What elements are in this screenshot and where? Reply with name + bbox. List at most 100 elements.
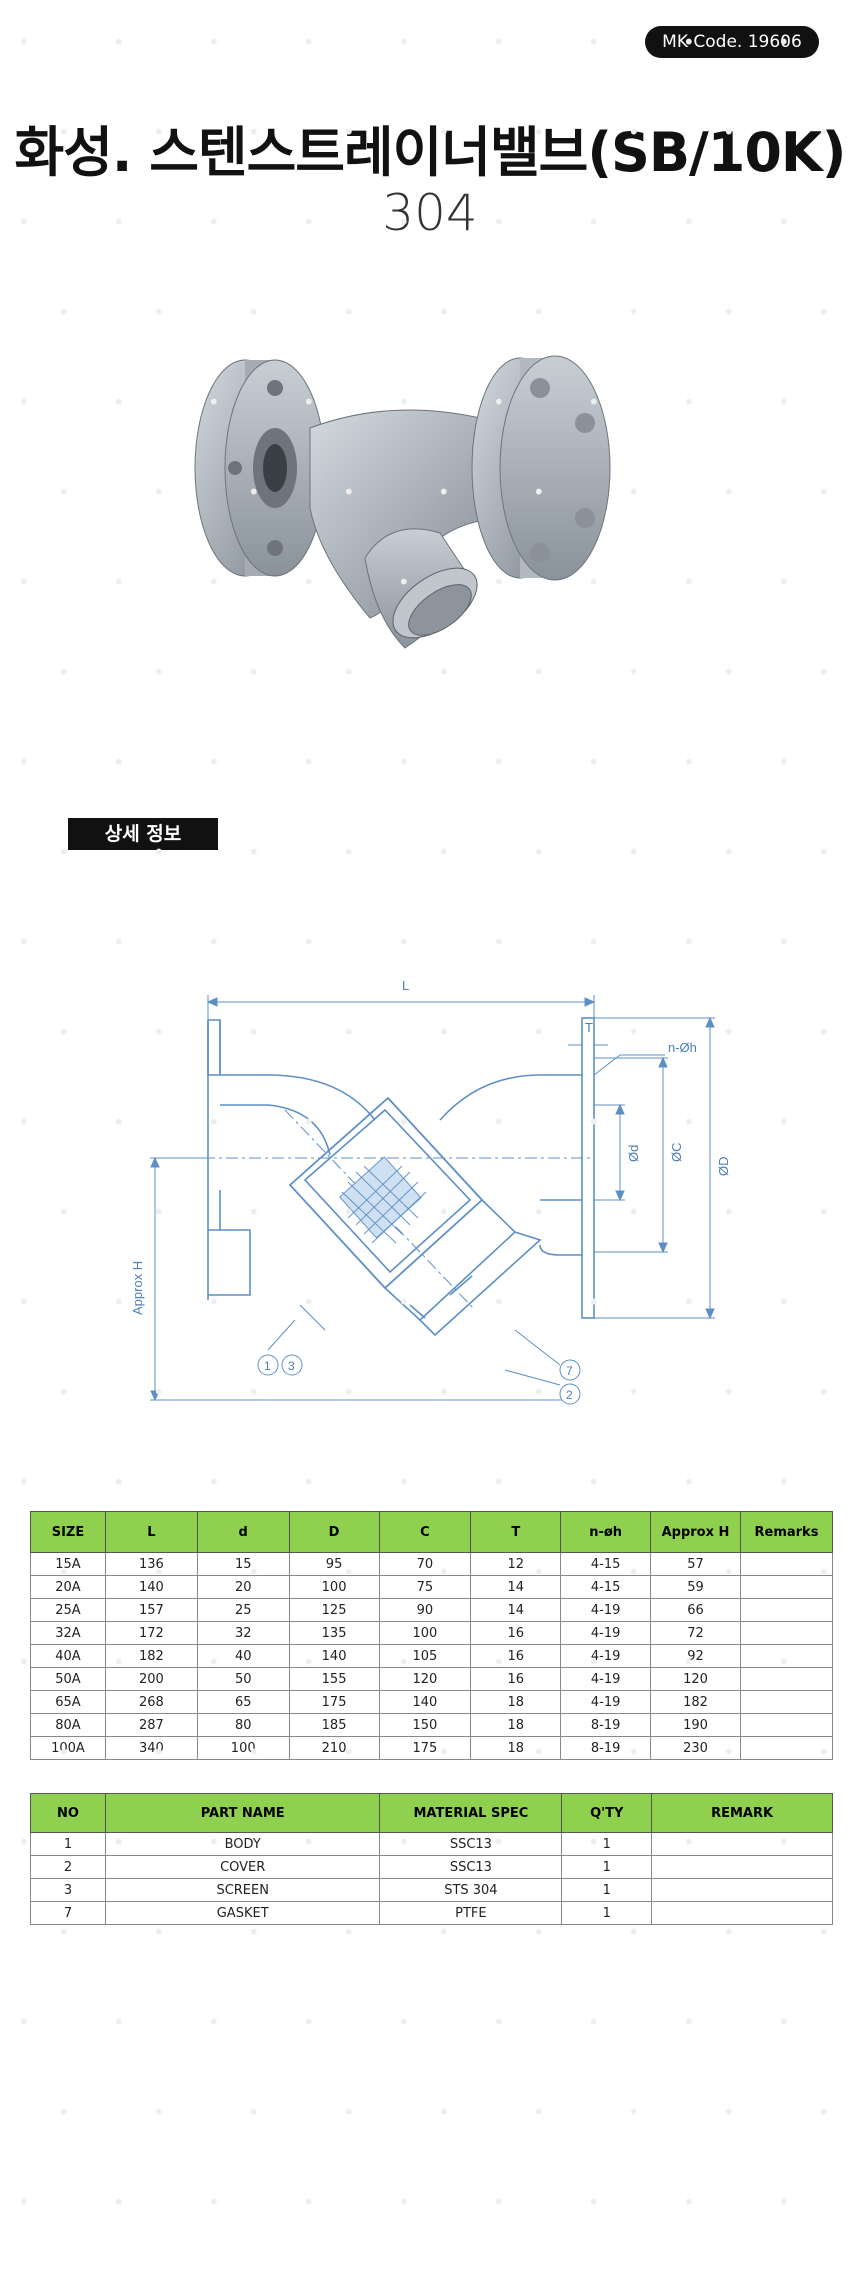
watermark-mark: • — [150, 2098, 169, 2126]
table-cell: 40 — [196, 1644, 290, 1668]
table-cell: 32A — [30, 1621, 106, 1645]
table-cell: 4-19 — [560, 1690, 652, 1714]
table-cell: 50A — [30, 1667, 106, 1691]
watermark-mark: • — [625, 838, 644, 866]
watermark-mark: • — [110, 748, 129, 776]
col-header: SIZE — [30, 1511, 106, 1553]
watermark-mark: • — [490, 28, 509, 56]
page-title: 화성. 스텐스트레이너밸브(SB/10K) — [14, 121, 847, 184]
watermark-mark: • — [205, 28, 224, 56]
dim-label-T: T — [585, 1020, 593, 1035]
watermark-mark: • — [530, 2098, 549, 2126]
watermark-mark: • — [815, 838, 834, 866]
watermark-mark: • — [55, 1378, 74, 1406]
watermark-mark: • — [815, 2098, 834, 2126]
table-cell: 90 — [378, 1598, 472, 1622]
watermark-mark: • — [245, 838, 264, 866]
table-cell: 4-19 — [560, 1621, 652, 1645]
table-cell: 16 — [470, 1644, 562, 1668]
table-cell: 1 — [30, 1832, 106, 1856]
watermark-mark: • — [205, 748, 224, 776]
table-cell: 65 — [196, 1690, 290, 1714]
table-cell: 14 — [470, 1598, 562, 1622]
col-header: NO — [30, 1793, 106, 1833]
watermark-mark: • — [490, 748, 509, 776]
dim-label-D: ØD — [716, 1157, 731, 1177]
table-cell: 1 — [561, 1878, 653, 1902]
watermark-mark: • — [15, 2188, 34, 2216]
table-cell: 1 — [561, 1832, 653, 1856]
watermark-mark: • — [585, 2188, 604, 2216]
watermark-mark: • — [55, 1018, 74, 1046]
watermark-mark: • — [340, 838, 359, 866]
table-cell: 185 — [288, 1713, 380, 1737]
watermark-mark: • — [625, 2098, 644, 2126]
watermark-mark: • — [55, 2098, 74, 2126]
table-cell: 40A — [30, 1644, 106, 1668]
callout-1: 1 — [264, 1359, 271, 1373]
material-subtitle: 304 — [382, 184, 478, 242]
watermark-mark: • — [775, 568, 794, 596]
watermark-mark: • — [815, 658, 834, 686]
parts-table: NO PART NAME MATERIAL SPEC Q'TY REMARK 1… — [30, 1793, 833, 1925]
watermark-mark: • — [15, 928, 34, 956]
watermark-mark: • — [15, 1468, 34, 1496]
watermark-mark: • — [490, 2008, 509, 2036]
table-cell: 100A — [30, 1736, 106, 1760]
dim-label-L: L — [402, 978, 409, 993]
table-cell — [739, 1713, 834, 1737]
table-cell: 80 — [196, 1713, 290, 1737]
watermark-mark: • — [340, 2098, 359, 2126]
table-cell: 75 — [378, 1575, 472, 1599]
mk-code-badge: MK Code. 19606 — [645, 26, 819, 58]
detail-info-label: 상세 정보 — [68, 818, 218, 850]
watermark-mark: • — [815, 478, 834, 506]
table-cell: 100 — [378, 1621, 472, 1645]
table-cell: SSC13 — [379, 1832, 563, 1856]
table-cell — [739, 1598, 834, 1622]
watermark-mark: • — [585, 28, 604, 56]
table-cell: 66 — [650, 1598, 741, 1622]
watermark-mark: • — [585, 1468, 604, 1496]
col-header: D — [288, 1511, 380, 1553]
watermark-mark: • — [300, 1468, 319, 1496]
table-cell: 12 — [470, 1552, 562, 1576]
table-cell: 100 — [196, 1736, 290, 1760]
watermark-mark: • — [720, 478, 739, 506]
table-cell: 210 — [288, 1736, 380, 1760]
dimensions-table: SIZE L d D C T n-øh Approx H Remarks 15A… — [30, 1511, 834, 1760]
table-cell: 340 — [104, 1736, 198, 1760]
table-cell: 72 — [650, 1621, 741, 1645]
col-header: PART NAME — [104, 1793, 381, 1833]
watermark-mark: • — [720, 658, 739, 686]
table-cell: 20 — [196, 1575, 290, 1599]
table-cell — [739, 1667, 834, 1691]
watermark-mark: • — [680, 2008, 699, 2036]
table-cell — [739, 1621, 834, 1645]
table-cell — [651, 1901, 833, 1925]
watermark-mark: • — [55, 478, 74, 506]
watermark-mark: • — [300, 748, 319, 776]
dimension-drawing: L T n-Øh Ød ØC ØD Approx H 1 3 7 2 — [130, 978, 731, 1405]
table-cell: STS 304 — [379, 1878, 563, 1902]
watermark-mark: • — [815, 1378, 834, 1406]
watermark-mark: • — [815, 298, 834, 326]
parts-header-row: NO PART NAME MATERIAL SPEC Q'TY REMARK — [30, 1793, 833, 1833]
table-cell — [739, 1552, 834, 1576]
watermark-mark: • — [205, 2008, 224, 2036]
table-cell: 57 — [650, 1552, 741, 1576]
watermark-mark: • — [680, 568, 699, 596]
dimensions-header-row: SIZE L d D C T n-øh Approx H Remarks — [30, 1511, 834, 1553]
col-header: C — [378, 1511, 472, 1553]
watermark-mark: • — [110, 568, 129, 596]
watermark-mark: • — [15, 388, 34, 416]
watermark-mark: • — [720, 838, 739, 866]
table-cell: 287 — [104, 1713, 198, 1737]
watermark-mark: • — [775, 1288, 794, 1316]
watermark-mark: • — [775, 928, 794, 956]
table-cell: 18 — [470, 1736, 562, 1760]
table-cell: 100 — [288, 1575, 380, 1599]
